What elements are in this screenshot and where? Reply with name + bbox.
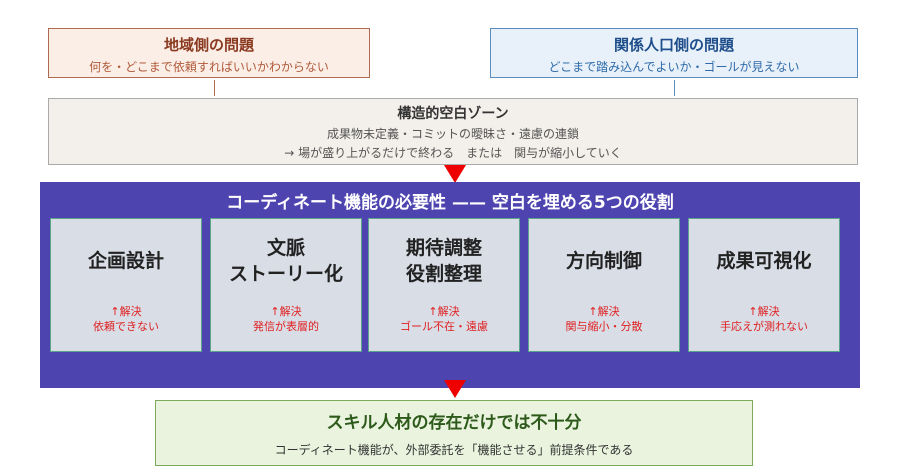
role-resolve: ↑解決 — [428, 305, 460, 318]
role-problem: 依頼できない — [93, 319, 159, 333]
role-card: 文脈 ストーリー化 ↑解決 発信が表層的 — [210, 218, 362, 352]
role-name: 成果可視化 — [716, 250, 812, 273]
regional-problem-box: 地域側の問題 何を・どこまで依頼すればいいかわからない — [48, 28, 370, 78]
role-problem: 発信が表層的 — [253, 319, 319, 333]
down-triangle-icon — [444, 380, 466, 398]
down-triangle-icon — [444, 165, 466, 183]
related-population-problem-box: 関係人口側の問題 どこまで踏み込んでよいか・ゴールが見えない — [490, 28, 858, 78]
role-name: 期待調整 役割整理 — [405, 237, 482, 285]
arrow-right-down — [674, 80, 675, 96]
conclusion-box: スキル人材の存在だけでは不十分 コーディネート機能が、外部委託を「機能させる」前… — [155, 400, 753, 466]
related-population-problem-desc: どこまで踏み込んでよいか・ゴールが見えない — [548, 60, 800, 74]
role-card: 期待調整 役割整理 ↑解決 ゴール不在・遠慮 — [368, 218, 520, 352]
arrow-left-down — [214, 80, 215, 96]
blank-zone-title: 構造的空白ゾーン — [397, 106, 509, 122]
role-resolve: ↑解決 — [588, 305, 620, 318]
panel-title: コーディネート機能の必要性 —— 空白を埋める5つの役割 — [226, 193, 674, 213]
regional-problem-desc: 何を・どこまで依頼すればいいかわからない — [89, 60, 329, 74]
regional-problem-title: 地域側の問題 — [163, 36, 254, 54]
blank-zone-box: 構造的空白ゾーン 成果物未定義・コミットの曖昧さ・遠慮の連鎖 → 場が盛り上がる… — [48, 98, 858, 165]
blank-zone-line1: 成果物未定義・コミットの曖昧さ・遠慮の連鎖 — [326, 127, 579, 141]
role-resolve: ↑解決 — [748, 305, 780, 318]
role-card: 企画設計 ↑解決 依頼できない — [50, 218, 202, 352]
role-problem: ゴール不在・遠慮 — [400, 319, 488, 333]
role-card: 方向制御 ↑解決 関与縮小・分散 — [528, 218, 680, 352]
role-problem: 手応えが測れない — [720, 319, 808, 333]
role-resolve: ↑解決 — [110, 305, 142, 318]
related-population-problem-title: 関係人口側の問題 — [613, 36, 734, 54]
coordination-panel: コーディネート機能の必要性 —— 空白を埋める5つの役割 企画設計 ↑解決 依頼… — [40, 182, 860, 388]
conclusion-desc: コーディネート機能が、外部委託を「機能させる」前提条件である — [274, 443, 634, 457]
role-name: 企画設計 — [87, 250, 164, 273]
role-card: 成果可視化 ↑解決 手応えが測れない — [688, 218, 840, 352]
role-name: 方向制御 — [565, 250, 642, 273]
conclusion-title: スキル人材の存在だけでは不十分 — [326, 413, 582, 433]
role-resolve: ↑解決 — [270, 305, 302, 318]
blank-zone-line2: → 場が盛り上がるだけで終わる または 関与が縮小していく — [284, 146, 622, 160]
role-name: 文脈 ストーリー化 — [228, 237, 343, 285]
role-problem: 関与縮小・分散 — [565, 319, 643, 333]
